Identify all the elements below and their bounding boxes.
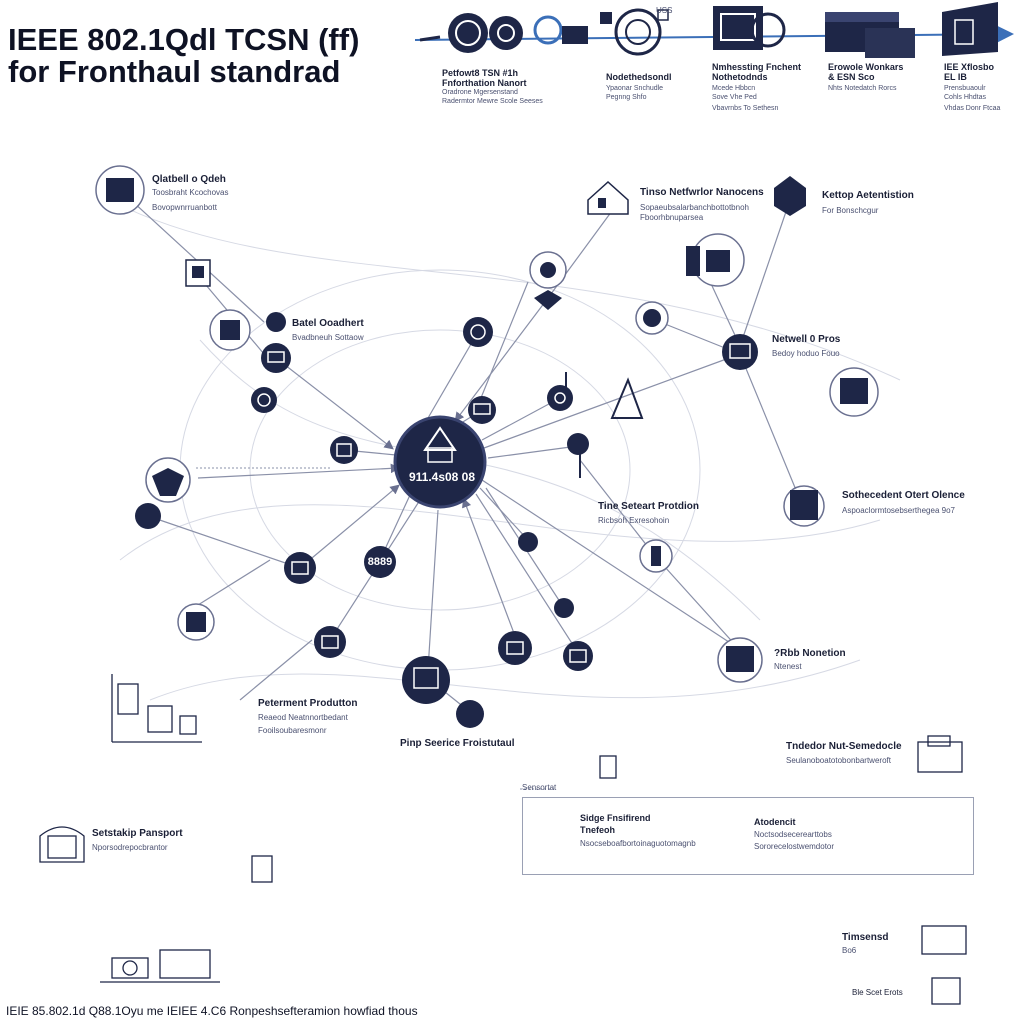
label-top-right-title: Kettop Aetentistion [822,190,914,201]
pipeline-stage-4-icons [825,12,915,58]
pipeline-stage-5-label: IEE Xflosbo [944,62,995,72]
misc-icons [185,176,806,478]
pipeline-flag: USS [656,6,673,15]
central-hub-label: 911.4s08 08 [408,470,476,484]
label-peterment-sub1: Reaeod Neatnnortbedant [258,713,348,722]
pipeline-stage-2-label: Nodethedsondl [606,72,672,82]
lineart-machines [39,674,967,1005]
pipeline-stage-4-sub1: Nhts Notedatch Rorcs [828,85,897,92]
pipeline-stage-1-icons [448,13,588,53]
label-timsensd-title: Timsensd [842,932,889,943]
label-tine-title: Tine Seteart Protdion [598,501,699,512]
label-timsensd-sub1: Bo6 [842,946,857,955]
label-bottom-right: Ble Scet Erots [852,988,903,997]
node-8888-label: 8889 [367,556,393,568]
pipeline-stage-5-icons [942,2,998,56]
outlined-nodes [95,165,879,683]
node-inner-marks [257,324,751,844]
panel-right-sub1: Noctsodsecerearttobs [754,830,832,839]
dark-nodes [135,312,758,851]
label-batel-title: Batel Ooadhert [292,318,364,329]
pipeline-stage-4-label2: & ESN Sco [828,72,875,82]
dotted-lines [196,467,556,790]
background-curves [109,199,901,701]
label-netwell-title: Netwell 0 Pros [772,334,841,345]
label-sothe-title: Sothecedent Otert Olence [842,490,965,501]
title-line-1: IEEE 802.1Qdl TCSN (ff) [8,22,360,57]
footer-caption: IEIE 85.802.1d Q88.1Oyu me IEIEE 4.C6 Ro… [6,1004,418,1018]
pipeline-stage-3-label2: Nothetodnds [712,72,768,82]
label-pinp-title: Pinp Seerice Froistutaul [400,738,515,749]
label-tndedor-title: Tndedor Nut-Semedocle [786,741,902,752]
label-sothe-sub1: Aspoaclormtosebserthegea 9o7 [842,506,955,515]
panel-left-title2: Tnefeoh [580,825,615,835]
panel-tag: Sensortat [522,783,557,792]
label-setstakip-sub1: Nporsodrepocbrantor [92,843,168,852]
label-top-mid-title: Tinso Netfwrlor Nanocens [640,187,764,198]
pipeline-stage-2-sub2: Pegnng Shfo [606,94,647,101]
pipeline-stage-3-label: Nmhessting Fnchent [712,62,802,72]
label-rbb-sub1: Ntenest [774,662,802,671]
pipeline-stage-3-sub1: Mcede Hbbcn [712,85,756,92]
panel-left-title: Sidge Fnsifirend [580,813,651,823]
pipeline-stage-2-icons [600,8,669,56]
pipeline-stage-1-label: Petfowt8 TSN #1h [442,68,519,78]
pipeline-stage-5-sub3: Vhdas Donr Ftcaa [944,105,1001,112]
pipeline-stage-1-sub1: Oradrone Mgersenstand [442,89,518,96]
label-batel-sub1: Bvadbneuh Sottaow [292,333,364,342]
label-peterment-title: Peterment Produtton [258,698,358,709]
label-top-right-sub1: For Bonschcgur [822,206,879,215]
panel-left-sub1: Nsocseboafbortoinaguotomagnb [580,839,696,848]
label-netwell-sub1: Bedoy hoduo Fouo [772,349,840,358]
pipeline-stage-3-sub3: Vbavrnbs To Sethesn [712,105,779,112]
pipeline-stage-3-sub2: Sove Vhe Ped [712,94,757,101]
pipeline-stage-5-sub1: Prensbuaoulr [944,85,986,92]
label-peterment-sub2: Fooilsoubaresmonr [258,726,327,735]
pipeline-stage-5-label2: EL IB [944,72,967,82]
label-tine-sub1: Ricbsoh Exresohoin [598,516,670,525]
label-rbb-title: ?Rbb Nonetion [774,648,846,659]
pipeline-stage-1-label2: Fnforthation Nanort [442,78,527,88]
label-top-left-title: Qlatbell o Qdeh [152,174,226,185]
outlined-node-icons [106,178,868,672]
panel-right-sub2: Sororecelostwemdotor [754,842,835,851]
label-top-mid-sub1: Sopaeubsalarbanchbottotbnoh [640,203,749,212]
pipeline-stage-1-sub2: Radermtor Mewre Scole Seeses [442,98,543,105]
pipeline-stage-4-label: Erowole Wonkars [828,62,904,72]
label-setstakip-title: Setstakip Pansport [92,828,183,839]
label-tndedor-sub1: Seulanoboatotobonbartweroft [786,756,891,765]
pipeline-stage-2-sub1: Ypaonar Snchudle [606,85,664,92]
central-hub-node [393,415,487,509]
sensor-panel [522,797,974,875]
diagram-title: IEEE 802.1Qdl TCSN (ff) for Fronthaul st… [8,24,359,88]
label-top-left-sub2: Bovopwnrruanbott [152,203,217,212]
pipeline-stage-3-icons [713,6,786,50]
panel-right-title: Atodencit [754,817,796,827]
label-top-left-sub1: Toosbraht Kcochovas [152,188,229,197]
connection-lines [119,189,797,713]
title-line-2: for Fronthaul standrad [8,54,341,89]
pipeline-stage-5-sub2: Cohls Hhdtas [944,94,987,101]
label-top-mid-sub2: Fboorhbnuparsea [640,213,704,222]
